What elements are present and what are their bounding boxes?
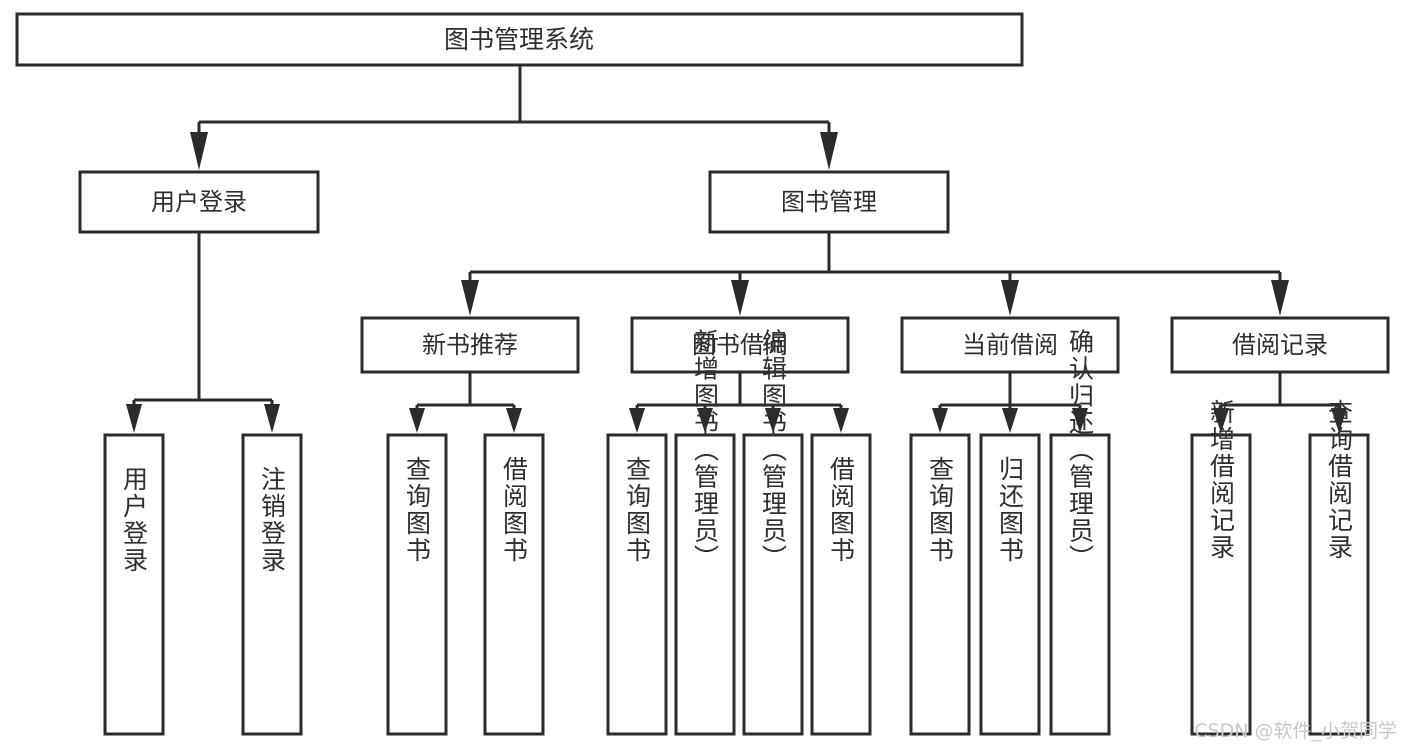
- arrow-to-leaf-query-book-1: [409, 408, 425, 433]
- node-leaf-user-logout[interactable]: 注销登录: [241, 433, 303, 736]
- arrow-to-leaf-user-logout: [264, 404, 280, 433]
- arrow-to-leaf-return-book: [1002, 408, 1018, 433]
- leaf-borrow-book-2-label: 借阅图书: [827, 456, 856, 564]
- leaf-query-record-box[interactable]: [1308, 433, 1370, 736]
- arrow-to-leaf-query-book-2: [629, 408, 645, 433]
- arrow-to-new-book-recommend: [461, 280, 479, 316]
- leaf-query-book-2-label: 查询图书: [623, 456, 652, 564]
- node-current-borrow[interactable]: 当前借阅: [900, 316, 1120, 374]
- leaf-confirm-return-label: 确认归还（管理员）: [1066, 329, 1095, 572]
- leaf-borrow-book-1-label: 借阅图书: [500, 456, 529, 564]
- arrow-to-current-borrow: [1001, 280, 1019, 316]
- user-login-box[interactable]: [78, 170, 320, 234]
- arrow-root-to-book-manage: [820, 132, 838, 170]
- root-label: 图书管理系统: [444, 25, 594, 54]
- leaf-query-book-3-box[interactable]: [909, 433, 971, 736]
- node-book-borrow[interactable]: 图书借阅: [630, 316, 850, 374]
- current-borrow-label: 当前借阅: [962, 331, 1058, 359]
- leaf-confirm-return-box[interactable]: [1049, 433, 1111, 736]
- new-book-recommend-box[interactable]: [360, 316, 580, 374]
- book-manage-box[interactable]: [708, 170, 950, 234]
- node-leaf-query-book-2[interactable]: 查询图书: [606, 433, 668, 736]
- current-borrow-box[interactable]: [900, 316, 1120, 374]
- node-book-manage[interactable]: 图书管理: [708, 170, 950, 234]
- arrow-to-leaf-borrow-book-2: [833, 408, 849, 433]
- node-leaf-return-book[interactable]: 归还图书: [979, 433, 1041, 736]
- leaf-add-record-label: 新增借阅记录: [1207, 399, 1236, 561]
- book-manage-label: 图书管理: [781, 188, 877, 216]
- leaf-query-record-label: 查询借阅记录: [1325, 399, 1354, 561]
- node-leaf-confirm-return[interactable]: 确认归还（管理员）: [1049, 329, 1111, 736]
- leaf-add-book-box[interactable]: [674, 433, 736, 736]
- book-borrow-box[interactable]: [630, 316, 850, 374]
- arrow-to-leaf-add-record: [1213, 408, 1229, 433]
- leaf-add-book-label: 新增图书（管理员）: [691, 329, 720, 572]
- node-root[interactable]: 图书管理系统: [15, 12, 1024, 67]
- leaf-edit-book-label: 编辑图书（管理员）: [759, 329, 788, 572]
- node-borrow-record[interactable]: 借阅记录: [1170, 316, 1390, 374]
- csdn-watermark: CSDN @软件_小贺同学: [1194, 720, 1397, 742]
- leaf-return-book-box[interactable]: [979, 433, 1041, 736]
- node-leaf-edit-book[interactable]: 编辑图书（管理员）: [742, 329, 804, 736]
- leaf-user-logout-box[interactable]: [241, 433, 303, 736]
- leaf-user-login-label: 用户登录: [120, 466, 149, 574]
- leaf-add-record-box[interactable]: [1190, 433, 1252, 736]
- leaf-borrow-book-1-box[interactable]: [483, 433, 545, 736]
- node-leaf-add-book[interactable]: 新增图书（管理员）: [674, 329, 736, 736]
- arrow-to-leaf-borrow-book-1: [506, 408, 522, 433]
- arrow-to-leaf-confirm-return: [1072, 408, 1088, 433]
- node-user-login[interactable]: 用户登录: [78, 170, 320, 234]
- root-box[interactable]: [15, 12, 1024, 67]
- leaf-query-book-2-box[interactable]: [606, 433, 668, 736]
- arrow-to-leaf-edit-book: [765, 408, 781, 433]
- new-book-recommend-label: 新书推荐: [422, 331, 518, 359]
- leaf-query-book-1-label: 查询图书: [403, 456, 432, 564]
- node-leaf-borrow-book-1[interactable]: 借阅图书: [483, 433, 545, 736]
- leaf-return-book-label: 归还图书: [996, 456, 1025, 564]
- connector-layer: [126, 65, 1347, 433]
- leaf-borrow-book-2-box[interactable]: [810, 433, 872, 736]
- arrow-root-to-user-login: [190, 132, 208, 170]
- borrow-record-box[interactable]: [1170, 316, 1390, 374]
- node-leaf-query-book-3[interactable]: 查询图书: [909, 433, 971, 736]
- user-login-label: 用户登录: [151, 188, 247, 216]
- arrow-to-leaf-query-book-3: [932, 408, 948, 433]
- leaf-query-book-3-label: 查询图书: [926, 456, 955, 564]
- leaf-query-book-1-box[interactable]: [386, 433, 448, 736]
- node-leaf-query-record[interactable]: 查询借阅记录: [1308, 399, 1370, 736]
- arrow-to-leaf-query-record: [1331, 408, 1347, 433]
- arrow-to-leaf-user-login: [126, 404, 142, 433]
- leaf-user-login-box[interactable]: [103, 433, 165, 736]
- arrow-to-book-borrow: [731, 280, 749, 316]
- node-leaf-borrow-book-2[interactable]: 借阅图书: [810, 433, 872, 736]
- borrow-record-label: 借阅记录: [1232, 331, 1328, 359]
- book-borrow-label: 图书借阅: [692, 331, 788, 359]
- node-new-book-recommend[interactable]: 新书推荐: [360, 316, 580, 374]
- node-leaf-user-login[interactable]: 用户登录: [103, 433, 165, 736]
- node-leaf-add-record[interactable]: 新增借阅记录: [1190, 399, 1252, 736]
- arrow-to-leaf-add-book: [697, 408, 713, 433]
- node-leaf-query-book-1[interactable]: 查询图书: [386, 433, 448, 736]
- leaf-user-logout-label: 注销登录: [258, 466, 287, 574]
- arrow-to-borrow-record: [1271, 280, 1289, 316]
- leaf-edit-book-box[interactable]: [742, 433, 804, 736]
